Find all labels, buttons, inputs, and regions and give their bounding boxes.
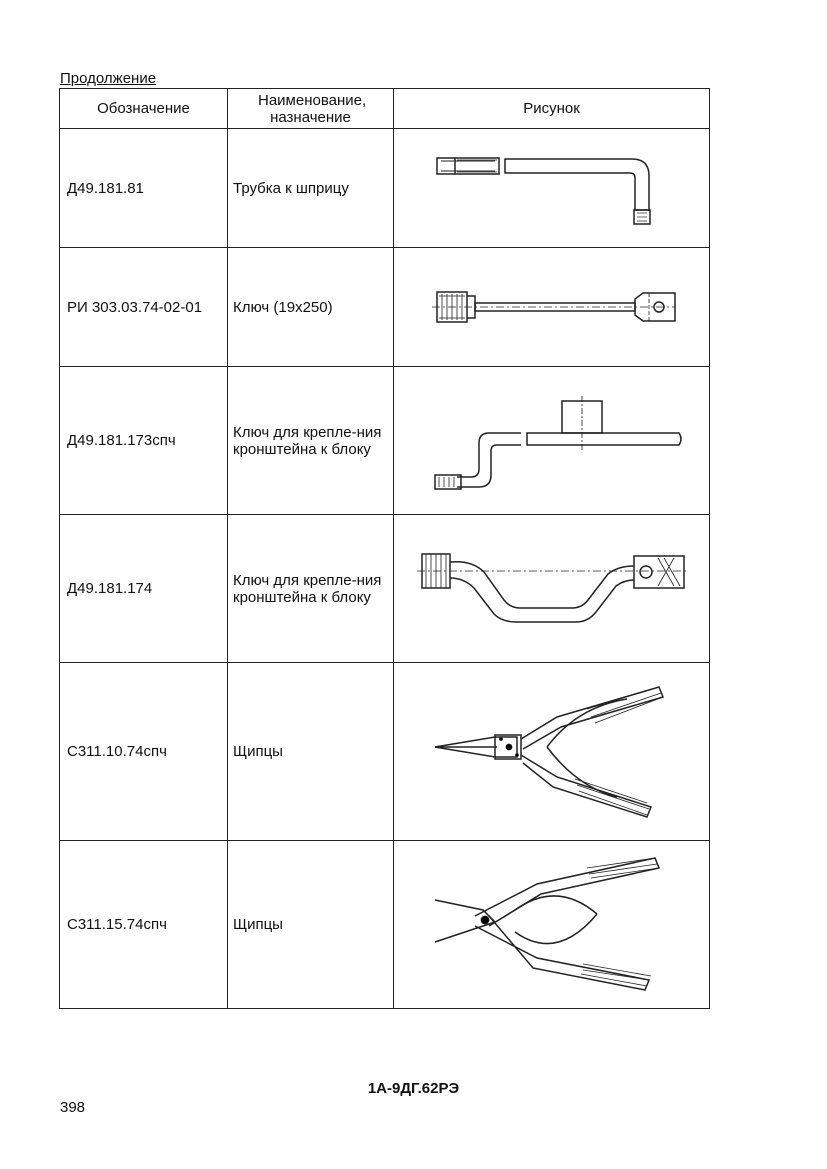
bracket-key-drawing — [393, 366, 710, 515]
table-row: Д49.181.81 Трубка к шприцу — [59, 128, 710, 248]
column-header-name: Наименование, назначение — [227, 88, 394, 129]
document-code: 1А-9ДГ.62РЭ — [367, 1080, 460, 1097]
column-header-code: Обозначение — [59, 88, 228, 129]
table-row: РИ 303.03.74-02-01 Ключ (19х250) — [59, 247, 710, 367]
table-row: С311.15.74спч Щипцы — [59, 840, 710, 1009]
row-code: Д49.181.173спч — [59, 366, 228, 515]
table-row: Д49.181.173спч Ключ для крепле-ния кронш… — [59, 366, 710, 515]
column-header-drawing: Рисунок — [393, 88, 710, 129]
wrench-drawing — [393, 247, 710, 367]
continued-label: Продолжение — [60, 70, 157, 87]
row-name: Щипцы — [227, 662, 394, 841]
table-row: С311.10.74спч Щипцы — [59, 662, 710, 841]
page-number: 398 — [60, 1099, 86, 1116]
table-row: Д49.181.174 Ключ для крепле-ния кронштей… — [59, 514, 710, 663]
row-code: С311.15.74спч — [59, 840, 228, 1009]
row-code: Д49.181.81 — [59, 128, 228, 248]
tools-table: Обозначение Наименование, назначение Рис… — [59, 88, 710, 1009]
row-name: Трубка к шприцу — [227, 128, 394, 248]
pliers-drawing — [393, 662, 710, 841]
row-name: Ключ (19х250) — [227, 247, 394, 367]
syringe-tube-drawing — [393, 128, 710, 248]
table-header-row: Обозначение Наименование, назначение Рис… — [59, 88, 710, 129]
row-name: Ключ для крепле-ния кронштейна к блоку — [227, 514, 394, 663]
bracket-key-drawing — [393, 514, 710, 663]
row-code: Д49.181.174 — [59, 514, 228, 663]
pliers-drawing — [393, 840, 710, 1009]
row-name: Ключ для крепле-ния кронштейна к блоку — [227, 366, 394, 515]
row-code: С311.10.74спч — [59, 662, 228, 841]
row-code: РИ 303.03.74-02-01 — [59, 247, 228, 367]
row-name: Щипцы — [227, 840, 394, 1009]
